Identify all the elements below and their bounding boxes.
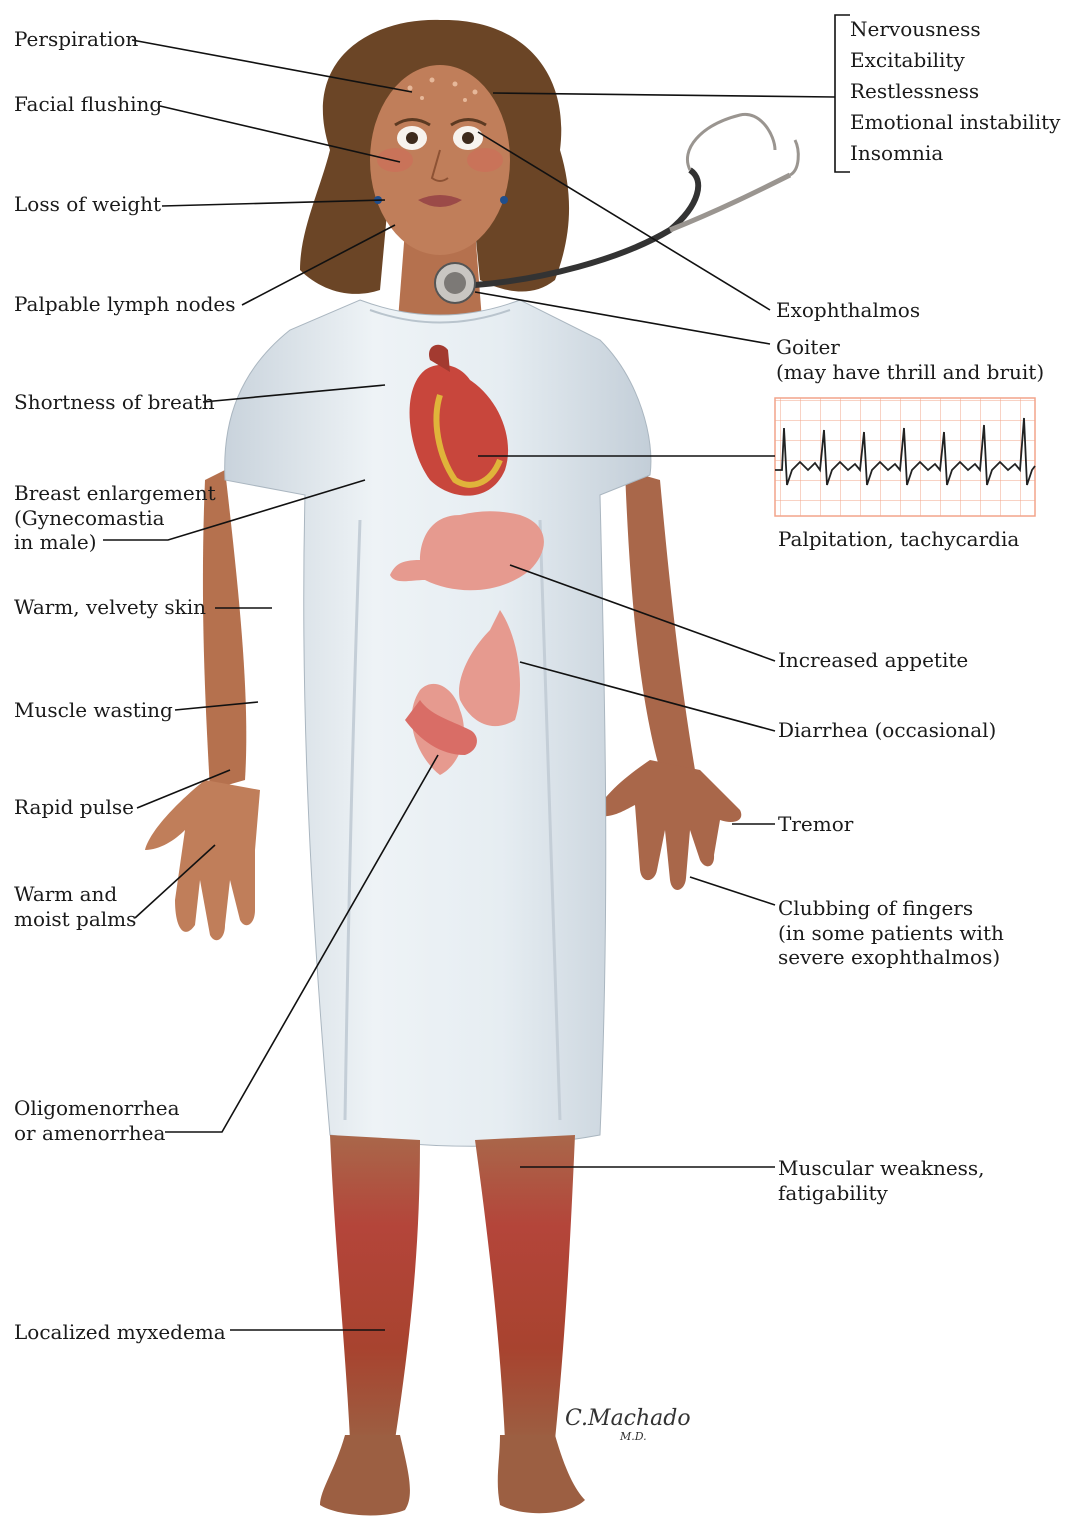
artist-signature: C.Machado [565,1406,691,1431]
label-palpitation: Palpitation, tachycardia [778,527,1019,551]
right-leg [475,1135,575,1440]
label-tremor: Tremor [778,812,853,836]
label-increased-appetite: Increased appetite [778,648,968,672]
label-warm-velvety-skin: Warm, velvety skin [14,595,206,619]
ecg-strip [775,398,1035,516]
label-rapid-pulse: Rapid pulse [14,795,134,819]
label-muscular-weakness: Muscular weakness, fatigability [778,1156,985,1205]
label-muscle-wasting: Muscle wasting [14,698,173,722]
label-diarrhea: Diarrhea (occasional) [778,718,996,742]
left-leg [330,1135,420,1440]
label-shortness-of-breath: Shortness of breath [14,390,215,414]
label-facial-flushing: Facial flushing [14,92,162,116]
right-foot [498,1435,585,1513]
leader-clubbing [690,877,775,905]
label-goiter: Goiter (may have thrill and bruit) [776,335,1044,384]
left-hand [145,780,260,940]
svg-text:M.D.: M.D. [619,1430,647,1443]
left-foot [320,1435,410,1515]
label-breast-enlargement: Breast enlargement (Gynecomastia in male… [14,481,216,555]
label-clubbing: Clubbing of fingers (in some patients wi… [778,896,1004,970]
label-loss-of-weight: Loss of weight [14,192,161,216]
label-neuro-symptoms: Nervousness Excitability Restlessness Em… [850,14,1060,169]
label-localized-myxedema: Localized myxedema [14,1320,226,1344]
label-exophthalmos: Exophthalmos [776,298,920,322]
neuro-bracket [835,15,850,172]
right-hand [595,760,741,890]
label-oligomenorrhea: Oligomenorrhea or amenorrhea [14,1096,180,1145]
label-warm-moist-palms: Warm and moist palms [14,882,136,931]
label-perspiration: Perspiration [14,27,138,51]
label-palpable-lymph-nodes: Palpable lymph nodes [14,292,236,316]
